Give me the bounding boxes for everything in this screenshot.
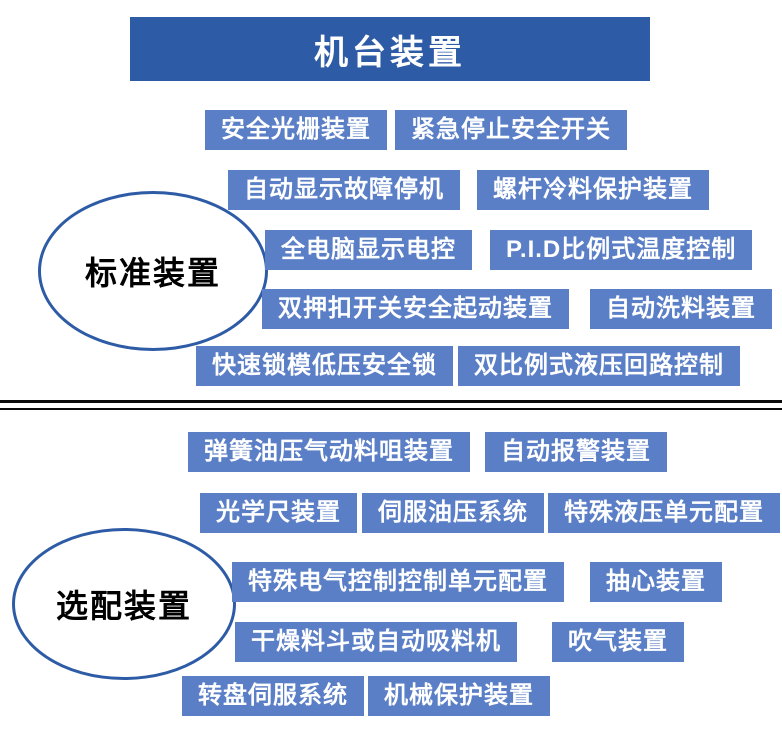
optional-group-label: 选配装置 (55, 588, 192, 624)
device-tag: 全电脑显示电控 (265, 230, 472, 270)
device-tag: 吹气装置 (552, 622, 684, 662)
device-tag: 转盘伺服系统 (182, 676, 364, 716)
device-tag: P.I.D比例式温度控制 (490, 230, 753, 270)
device-tag: 伺服油压系统 (362, 493, 544, 533)
device-tag: 自动洗料装置 (590, 289, 772, 329)
device-tag: 双押扣开关安全起动装置 (262, 289, 569, 329)
device-tag: 双比例式液压回路控制 (458, 346, 740, 386)
standard-group-label: 标准装置 (84, 255, 221, 291)
optional-group-ellipse: 选配装置 (12, 528, 236, 680)
device-tag: 自动报警装置 (485, 432, 667, 472)
device-tag: 紧急停止安全开关 (395, 110, 627, 150)
device-tag: 抽心装置 (590, 562, 722, 602)
device-tag: 自动显示故障停机 (228, 170, 460, 210)
device-tag: 干燥料斗或自动吸料机 (235, 622, 517, 662)
title-banner: 机台装置 (130, 17, 650, 81)
diagram-title: 机台装置 (314, 33, 466, 72)
device-tag: 特殊电气控制控制单元配置 (232, 562, 564, 602)
section-divider (0, 400, 782, 410)
device-tag: 光学尺装置 (200, 493, 357, 533)
device-tag: 机械保护装置 (368, 676, 550, 716)
device-tag: 特殊液压单元配置 (548, 493, 780, 533)
device-tag: 快速锁模低压安全锁 (196, 346, 453, 386)
device-tag: 螺杆冷料保护装置 (477, 170, 709, 210)
device-tag: 弹簧油压气动料咀装置 (188, 432, 470, 472)
standard-group-ellipse: 标准装置 (38, 191, 268, 351)
device-tag: 安全光栅装置 (205, 110, 387, 150)
